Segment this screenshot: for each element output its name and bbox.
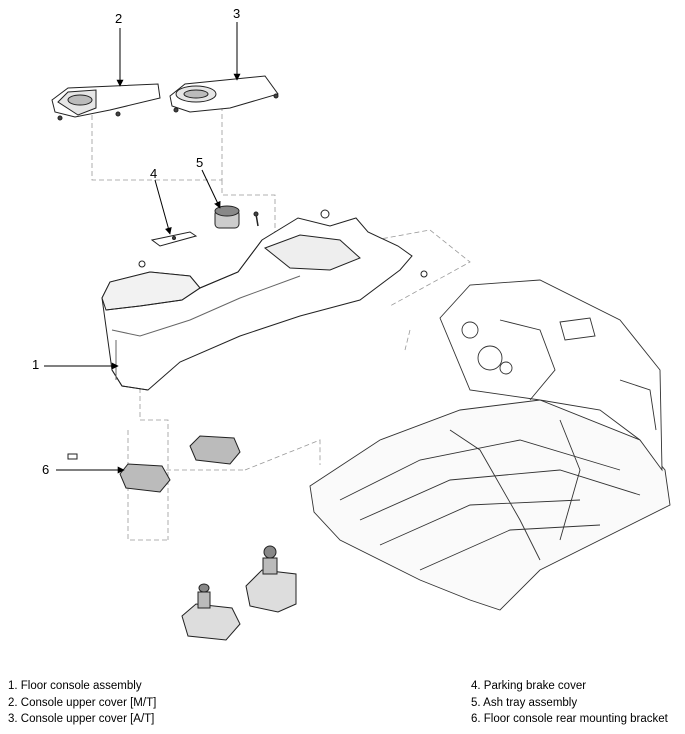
legend-item: 4. Parking brake cover	[471, 680, 587, 692]
callout-arrows	[44, 22, 241, 474]
vehicle-floor-pan	[309, 279, 671, 611]
legend-item: 2. Console upper cover [M/T]	[8, 696, 157, 709]
legend-left-column: 1. Floor console assembly 2. Console upp…	[8, 678, 156, 728]
shift-lever-assemblies	[181, 545, 297, 641]
legend-item: 5. Ash tray assembly	[471, 696, 578, 709]
callout-6: 6	[42, 462, 50, 477]
ash-tray-assembly	[214, 205, 259, 229]
legend-item: 1. Floor console assembly	[8, 680, 142, 692]
legend-item: 3. Console upper cover [A/T]	[8, 713, 155, 725]
callout-3: 3	[233, 6, 241, 21]
callout-2: 2	[115, 11, 123, 26]
console-upper-cover-at	[169, 75, 279, 113]
legend-item: 6. Floor console rear mounting bracket	[471, 713, 668, 725]
legend-right-column: 4. Parking brake cover 5. Ash tray assem…	[471, 678, 668, 728]
callout-4: 4	[150, 166, 158, 181]
callout-5: 5	[196, 155, 204, 170]
console-upper-cover-mt	[51, 83, 161, 121]
callout-1: 1	[32, 357, 40, 372]
parking-brake-cover	[150, 231, 198, 247]
rear-mounting-bracket	[67, 435, 241, 493]
exploded-parts-diagram	[44, 22, 671, 641]
floor-console-assembly	[101, 217, 413, 391]
